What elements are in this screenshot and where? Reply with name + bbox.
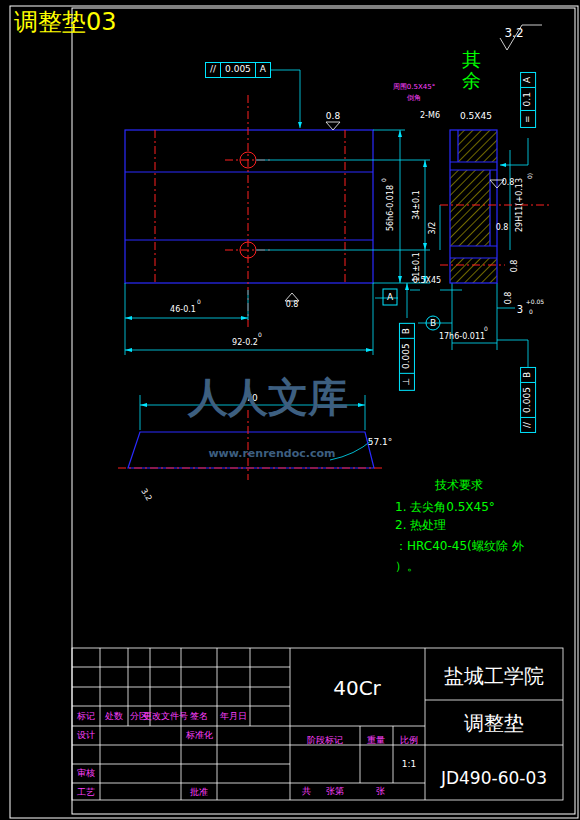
- tolerance: 0: [258, 332, 262, 338]
- frame-cell: 0.005: [400, 339, 414, 374]
- chamfer-label: 0.5X45: [413, 277, 441, 285]
- tolerance: 0: [484, 326, 488, 332]
- roughness-value: 3.2: [139, 487, 152, 502]
- tolerance: 0): [527, 173, 533, 179]
- datum-letter: B: [430, 319, 436, 328]
- table-cell: 标记: [77, 712, 95, 721]
- frame-cell: 0.1: [521, 88, 535, 111]
- frame-cell: A: [255, 63, 270, 77]
- table-cell: 设计: [77, 731, 95, 740]
- dimension: 17h6-0.011: [439, 333, 485, 341]
- roughness-value: 0.8: [496, 224, 509, 232]
- drawing-title: 调整垫03: [14, 6, 117, 38]
- tolerance: 0: [381, 178, 387, 182]
- part-name: 调整垫: [464, 713, 524, 733]
- table-cell: 标准化: [186, 731, 213, 740]
- material: 40Cr: [333, 678, 381, 698]
- tolerance: 0: [197, 299, 201, 305]
- watermark: www.renrendoc.com: [208, 448, 335, 459]
- dimension: 3: [517, 305, 523, 315]
- angle-dimension: 57.1°: [368, 438, 393, 447]
- chamfer-note: 倒角: [407, 95, 421, 102]
- table-cell: 更改文件号: [143, 712, 188, 721]
- note: 1. 去尖角0.5X45°: [395, 501, 495, 513]
- chamfer-note: 周围0.5X45°: [393, 84, 435, 91]
- tolerance-frame: ⊥0.005B: [399, 323, 415, 391]
- table-cell: 1:1: [402, 760, 416, 769]
- dimension: 34±0.1: [413, 190, 421, 220]
- note: ：HRC40-45(螺纹除 外: [395, 540, 524, 552]
- frame-cell: B: [400, 324, 414, 339]
- tolerance-frame: //0.005A: [205, 62, 271, 78]
- frame-cell: =: [521, 111, 535, 127]
- frame-cell: //: [521, 418, 535, 432]
- table-cell: 批准: [190, 788, 208, 797]
- table-cell: 共: [302, 787, 311, 796]
- tolerance: 0: [529, 309, 533, 315]
- note: 2. 热处理: [395, 519, 446, 531]
- frame-cell: //: [206, 63, 220, 77]
- frame-cell: B: [521, 368, 535, 383]
- table-cell: 阶段标记: [307, 736, 343, 745]
- chamfer-label: 0.5X45: [460, 112, 492, 121]
- frame-cell: ⊥: [400, 374, 414, 390]
- dimension: 29H11(+0.13: [516, 178, 524, 232]
- roughness-value: 0.8: [502, 179, 515, 187]
- dimension: 3/2: [429, 222, 437, 235]
- datum-letter: A: [387, 293, 393, 302]
- dimension: 46-0.1: [170, 306, 196, 314]
- table-cell: 年月日: [220, 712, 247, 721]
- organisation: 盐城工学院: [444, 666, 544, 686]
- watermark: 人人文库: [188, 377, 348, 417]
- table-cell: 比例: [400, 736, 418, 745]
- table-cell: 重量: [367, 736, 385, 745]
- roughness-value: 0.8: [326, 112, 340, 121]
- tolerance-frame: //0.005B: [520, 367, 536, 433]
- note-heading: 技术要求: [435, 479, 483, 491]
- thread-label: 2-M6: [420, 112, 440, 120]
- table-cell: 张第: [326, 787, 344, 796]
- note: ）。: [395, 560, 419, 572]
- frame-cell: A: [521, 73, 535, 88]
- frame-cell: 0.005: [521, 383, 535, 418]
- roughness-note: 其余: [462, 49, 481, 91]
- table-cell: 处数: [105, 712, 123, 721]
- frame-cell: 0.005: [220, 63, 255, 77]
- roughness-value: 0.8: [511, 260, 519, 273]
- drawing-number: JD490-60-03: [441, 770, 547, 787]
- roughness-value: 3.2: [504, 27, 523, 39]
- table-cell: 工艺: [77, 788, 95, 797]
- tolerance: +0.05: [526, 299, 544, 305]
- roughness-value: 0.8: [286, 301, 299, 309]
- table-cell: 审核: [77, 769, 95, 778]
- table-cell: 签名: [190, 712, 208, 721]
- dimension: 92-0.2: [232, 339, 258, 347]
- dimension: 56h6-0.018: [387, 185, 395, 231]
- table-cell: 张: [376, 787, 385, 796]
- roughness-value: 0.8: [505, 292, 513, 305]
- tolerance-frame: =0.1A: [520, 72, 536, 128]
